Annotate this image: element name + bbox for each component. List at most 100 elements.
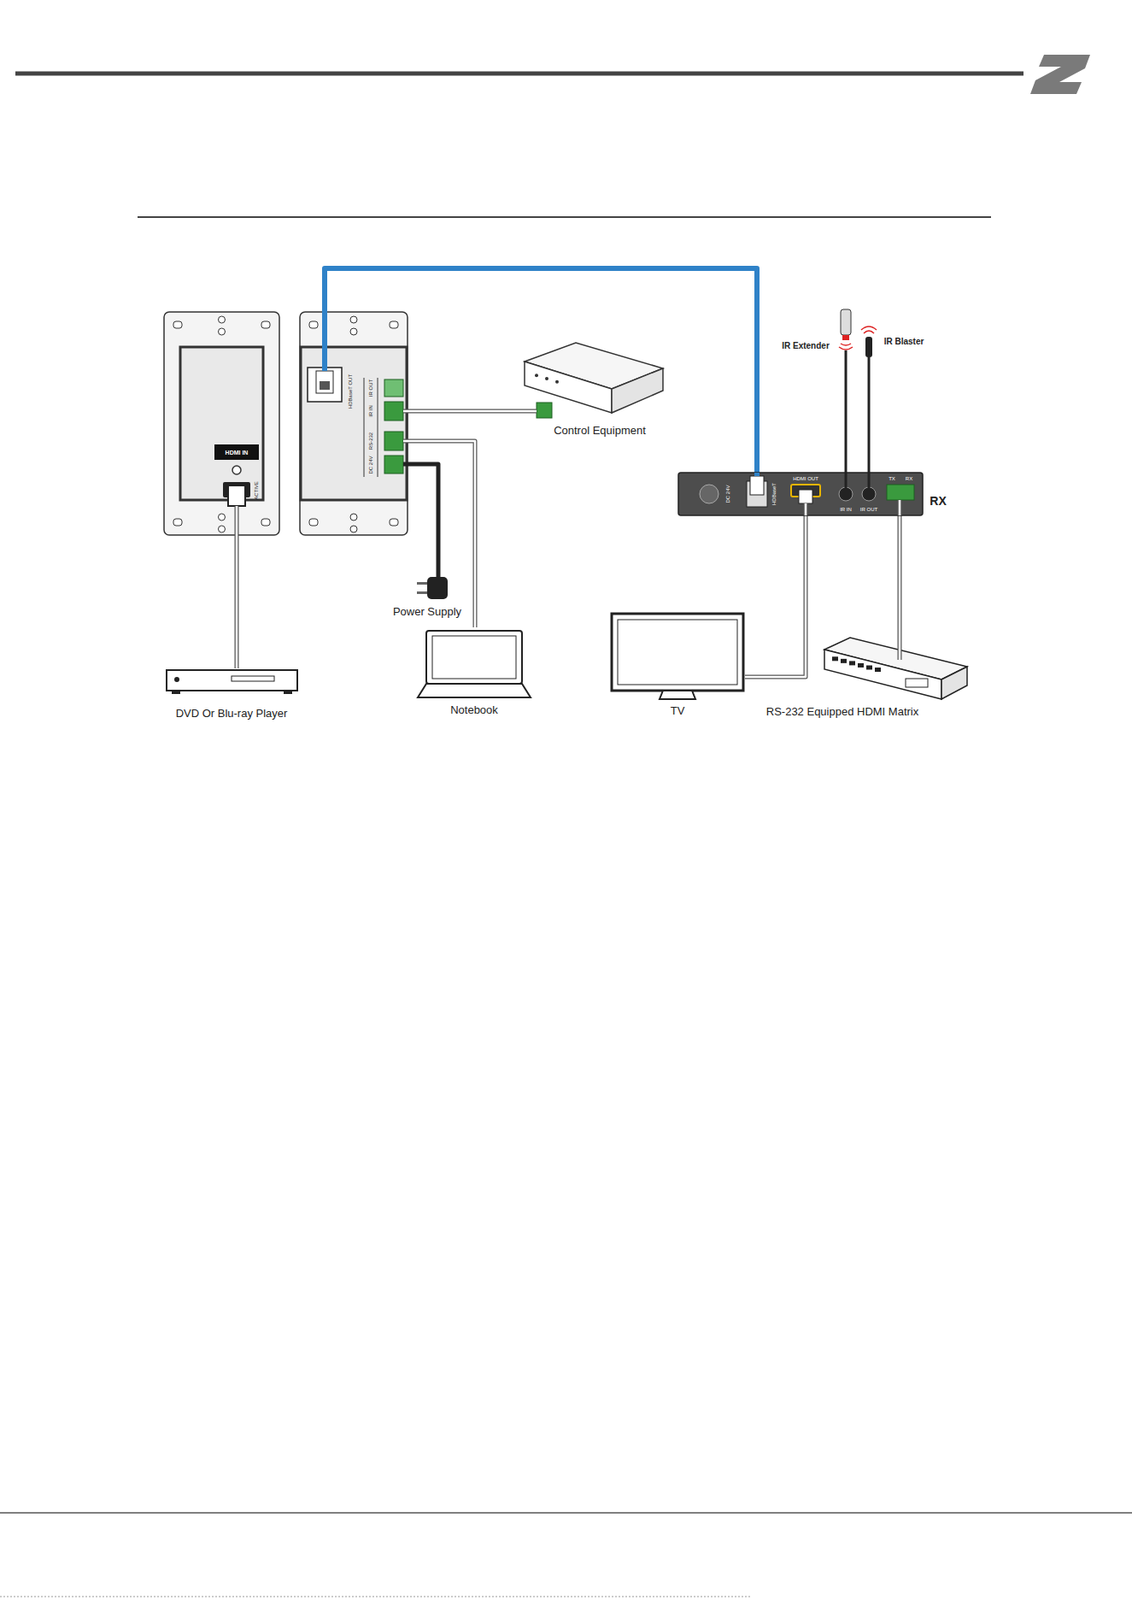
- matrix-front: [824, 649, 942, 699]
- dc-jack: [699, 484, 719, 504]
- ir-cable-stub: [844, 472, 848, 494]
- hdmi-plug: [798, 489, 813, 504]
- player-foot: [171, 690, 181, 694]
- device-illustration: [768, 305, 855, 376]
- ir-wave: [861, 326, 877, 334]
- cable-core: [408, 440, 476, 628]
- ir-blaster-body: [865, 336, 873, 358]
- screw-hole: [350, 316, 358, 323]
- screw-hole: [350, 328, 358, 335]
- device-label: IR OUT: [860, 506, 878, 512]
- device-label: DC 24V: [725, 484, 731, 503]
- ir-cable-stub: [868, 472, 871, 494]
- device-drawing: [861, 326, 877, 376]
- mount-slot: [173, 518, 182, 526]
- device-node: RS-232 Equipped HDMI Matrix: [760, 632, 983, 720]
- device-label: HDMI IN: [225, 449, 249, 456]
- power-plug: [427, 576, 448, 599]
- cable-connector: [408, 463, 439, 560]
- tv-screen: [617, 619, 738, 685]
- laptop-base: [417, 683, 531, 698]
- device-node: Notebook: [417, 627, 531, 718]
- tv-stand: [659, 690, 696, 699]
- device-label: TX: [888, 475, 896, 481]
- matrix-display: [905, 678, 928, 687]
- device-label: RS-232: [368, 432, 374, 450]
- device-drawing: [166, 669, 298, 694]
- device-node: TV: [609, 611, 745, 719]
- device-drawing: [678, 472, 923, 516]
- device-label: Control Equipment: [553, 424, 646, 436]
- cable-connector: [408, 440, 476, 628]
- device-illustration: [163, 310, 281, 536]
- device-drawing: [417, 630, 531, 698]
- mount-slot: [309, 321, 318, 329]
- hdbaset-cable-stub: [754, 472, 760, 476]
- device-drawing: [299, 310, 409, 535]
- player-body: [166, 669, 298, 691]
- matrix-port: [849, 660, 856, 665]
- matrix-port: [832, 656, 839, 661]
- device-drawing: [611, 613, 744, 699]
- power-cable-stub: [436, 559, 441, 579]
- device-label: IR OUT: [368, 379, 374, 397]
- terminal-block: [384, 401, 404, 421]
- rj45-plug: [750, 475, 764, 495]
- cable-line: [234, 535, 240, 669]
- device-label: RX: [929, 494, 946, 507]
- screw-hole: [218, 525, 226, 533]
- ir-wave: [838, 343, 853, 350]
- rj45-port: [307, 367, 342, 402]
- cable-stub: [234, 505, 240, 536]
- player-foot: [283, 690, 293, 694]
- brand-logo: [1030, 54, 1091, 94]
- device-node: DVD Or Blu-ray Player: [163, 668, 301, 722]
- screw-hole: [350, 525, 358, 533]
- plug-prong: [416, 581, 428, 585]
- label-table-rule: [377, 377, 379, 477]
- cable-stub-core: [512, 410, 537, 413]
- ir-cable-stub: [868, 357, 871, 376]
- ir-receiver-body: [840, 309, 851, 335]
- plug-prong: [416, 591, 428, 594]
- device-label: Notebook: [450, 703, 499, 716]
- cable-connector: [744, 515, 806, 677]
- screw-hole: [218, 316, 226, 323]
- receiver-housing: [678, 472, 923, 516]
- power-button: [174, 676, 180, 682]
- mount-slot: [173, 321, 182, 329]
- cable-line: [844, 375, 848, 473]
- device-label: RX: [905, 475, 913, 481]
- device-node: IR Extender: [768, 305, 855, 376]
- device-label: IR IN: [368, 404, 374, 417]
- footer-rule: [0, 1511, 1132, 1514]
- section-rule: [137, 216, 992, 218]
- cable-stub: [512, 409, 537, 414]
- matrix-port: [874, 667, 881, 672]
- cable-stub: [403, 409, 409, 414]
- cable-connector: [236, 535, 238, 669]
- cable-core: [898, 515, 902, 633]
- matrix-port: [866, 664, 873, 669]
- equipment-led: [545, 376, 549, 381]
- cable-core: [744, 515, 806, 677]
- footer-dots: [0, 1595, 752, 1597]
- cable-stub: [403, 439, 409, 444]
- laptop-screen: [432, 635, 517, 679]
- disc-tray: [231, 675, 275, 681]
- terminal-block: [384, 455, 404, 474]
- device-label: ACTIVE: [253, 480, 259, 500]
- device-illustration: [609, 611, 745, 718]
- laptop-lid: [426, 630, 523, 684]
- screw-hole: [350, 513, 358, 521]
- device-label: IR Extender: [781, 341, 830, 351]
- device-illustration: [858, 322, 957, 376]
- device-node: HDMI IN ACTIVE: [163, 310, 281, 536]
- ir-receiver-window: [842, 334, 850, 341]
- terminal-block: [384, 431, 404, 451]
- wall-plate-outline: [164, 311, 280, 535]
- equipment-led: [555, 380, 559, 384]
- device-label: HDMI OUT: [792, 475, 819, 481]
- cable-stub-core: [403, 410, 409, 413]
- cable-stub: [897, 632, 903, 660]
